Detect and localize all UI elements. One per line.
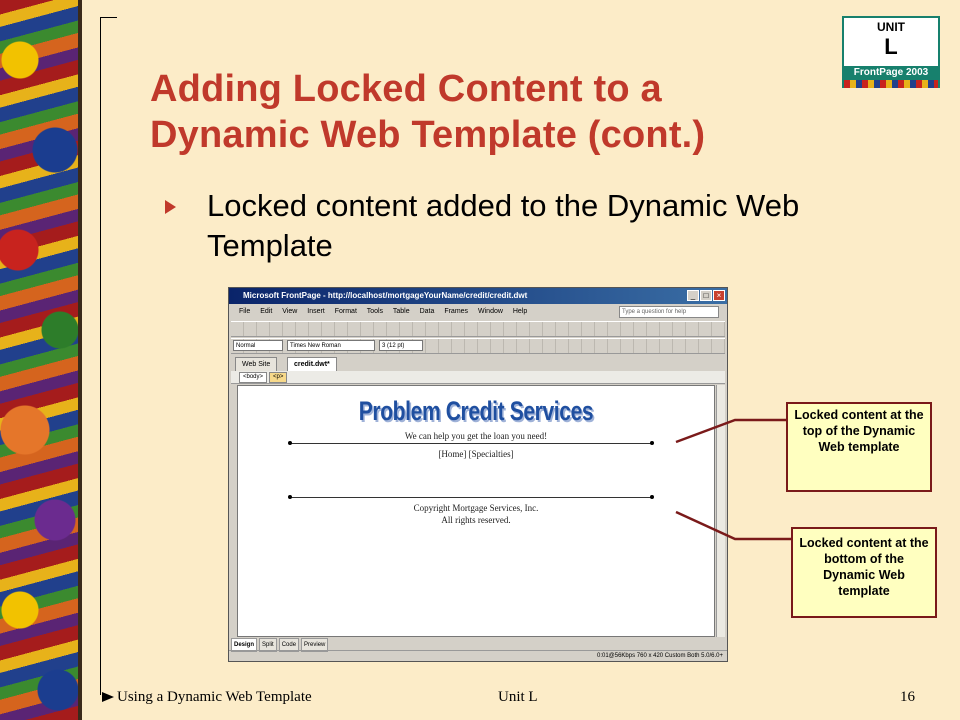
window-title: Microsoft FrontPage - http://localhost/m… [229,288,727,304]
slide-title: Adding Locked Content to a Dynamic Web T… [150,68,706,156]
tag-p: <p> [269,372,288,383]
maximize-icon: □ [700,290,712,301]
page-number: 16 [900,689,915,705]
frame-vertical-line [100,17,101,695]
badge-decoration [844,80,938,88]
design-page: Problem Credit Services We can help you … [237,385,715,637]
menu-insert: Insert [307,308,325,315]
menu-file: File [239,308,251,315]
callout-bottom-locked-content: Locked content at the bottom of the Dyna… [791,527,937,618]
menu-edit: Edit [260,308,273,315]
menu-bar: File Edit View Insert Format Tools Table… [229,305,727,318]
unit-badge: UNIT L FrontPage 2003 [842,16,940,88]
document-tabs: Web Site credit.dwt* [231,356,725,372]
vertical-scrollbar [716,385,725,637]
view-preview: Preview [301,638,329,652]
badge-product: FrontPage 2003 [844,66,938,80]
style-dropdown: Normal [233,340,283,351]
tab-web-site: Web Site [235,357,278,372]
frame-top-tick [100,17,117,18]
quick-tag-bar: <body> <p> [231,371,725,384]
page-copyright: Copyright Mortgage Services, Inc. [413,503,539,513]
menu-table: Table [392,308,410,315]
status-bar: 0:01@56Kbps 760 x 420 Custom Both 5.0/6.… [229,650,727,661]
menu-window: Window [478,308,503,315]
menu-view: View [282,308,298,315]
bullet-arrow-icon [165,200,176,214]
menu-data: Data [419,308,435,315]
close-icon: × [713,290,725,301]
help-search-box: Type a question for help [619,306,719,318]
menu-help: Help [512,308,528,315]
size-dropdown: 3 (12 pt) [379,340,423,351]
menu-format: Format [334,308,357,315]
footer-section-title: Using a Dynamic Web Template [117,689,312,705]
art-strip-edge [78,0,82,720]
page-tagline: We can help you get the loan you need! [404,431,548,441]
page-heading: Problem Credit Services [358,396,594,426]
standard-toolbar [231,321,725,337]
footer-arrow-icon [102,692,114,702]
top-rule [288,441,654,445]
view-code: Code [278,638,300,652]
tab-credit-dwt: credit.dwt* [287,357,337,372]
menu-frames: Frames [444,308,469,315]
callout-top-locked-content: Locked content at the top of the Dynamic… [786,402,932,492]
badge-unit-letter: L [884,34,898,59]
decorative-art-strip [0,0,78,720]
menu-tools: Tools [366,308,384,315]
badge-unit-label: UNIT [877,20,905,34]
view-design: Design [231,638,258,652]
frontpage-screenshot: Microsoft FrontPage - http://localhost/m… [228,287,728,662]
footer-unit: Unit L [498,689,538,705]
view-split: Split [259,638,277,652]
minimize-icon: _ [687,290,699,301]
font-dropdown: Times New Roman [287,340,375,351]
page-nav: [Home] [Specialties] [438,449,514,459]
bullet-text: Locked content added to the Dynamic Web … [207,188,800,263]
page-rights: All rights reserved. [441,515,511,525]
bottom-rule [288,495,654,499]
tag-body: <body> [239,372,268,383]
